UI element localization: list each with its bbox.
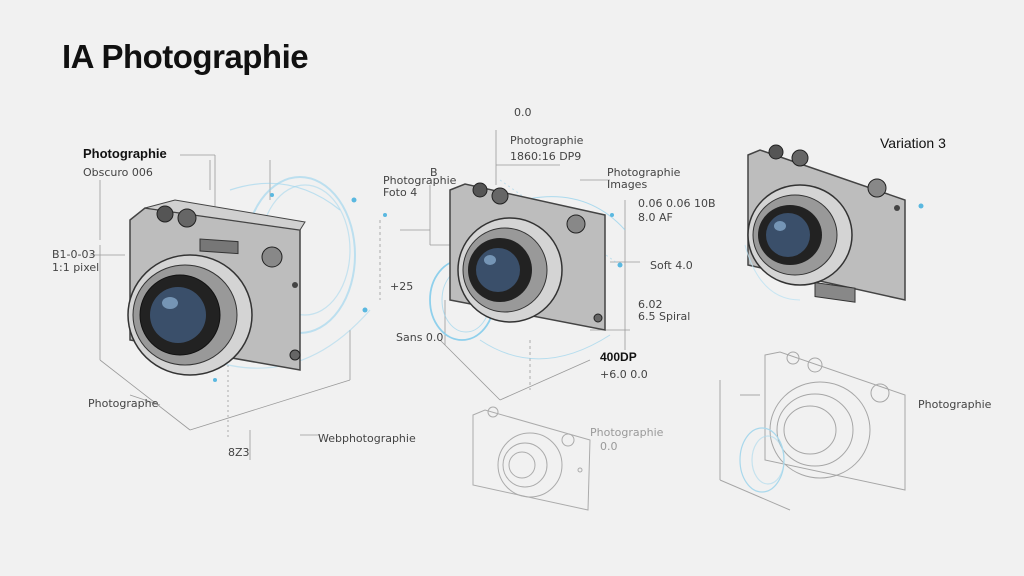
label-mid-dim-25: +25 <box>390 280 414 293</box>
label-mid-lower-b: 400DP <box>600 350 637 364</box>
label-mid-top-b: Photographie <box>510 134 584 147</box>
label-sub-left: Obscuro 006 <box>83 166 153 179</box>
label-ghost-a: Photographie <box>590 426 664 439</box>
label-mid-right-f: 6.02 <box>638 298 663 311</box>
label-bottom-dim: 8Z3 <box>228 446 250 459</box>
ghost-camera-right <box>719 351 906 511</box>
left-accent-dots <box>213 193 368 382</box>
page-title: IA Photographie <box>62 38 309 75</box>
label-mid-right-g: 6.5 Spiral <box>638 310 691 323</box>
right-camera <box>747 144 906 303</box>
label-mid-right-b: Images <box>607 178 648 191</box>
ghost-camera-center <box>472 406 591 511</box>
label-variation-3: Variation 3 <box>880 135 946 151</box>
label-mid-lower-c: +6.0 0.0 <box>600 368 648 381</box>
label-mid-left-b: Foto 4 <box>383 186 418 199</box>
middle-accent-dots <box>383 213 623 268</box>
ghost-right-lens-projection <box>739 427 785 493</box>
label-mid-right-c: 0.06 0.06 10B <box>638 197 716 210</box>
label-bottom-center: Webphotographie <box>318 432 416 445</box>
label-mid-right-e: Soft 4.0 <box>650 259 693 272</box>
label-left-dim-b: 1:1 pixel <box>52 261 100 274</box>
label-mid-right-d: 8.0 AF <box>638 211 673 224</box>
label-left-dim-a: B1-0-03 <box>52 248 96 261</box>
left-guide-lines <box>90 154 381 460</box>
right-lens-projection <box>744 244 801 301</box>
label-mid-lower-a: Sans 0.0 <box>396 331 444 344</box>
right-accent-dot <box>918 203 924 209</box>
label-mid-left-a: Photographie <box>383 174 457 187</box>
left-camera <box>127 199 306 376</box>
label-mid-right-a: Photographie <box>607 166 681 179</box>
label-mid-top-c: 1860:16 DP9 <box>510 150 582 163</box>
middle-camera <box>449 182 606 331</box>
middle-guide-lines <box>400 130 640 401</box>
label-mid-left-c: B <box>430 166 438 179</box>
label-mid-top-a: 0.0 <box>514 106 532 119</box>
label-ghost-b: 0.0 <box>600 440 618 453</box>
label-bottom-left: Photographe <box>88 397 159 410</box>
label-photographie: Photographie <box>83 146 167 161</box>
label-ghost-right: Photographie <box>918 398 992 411</box>
